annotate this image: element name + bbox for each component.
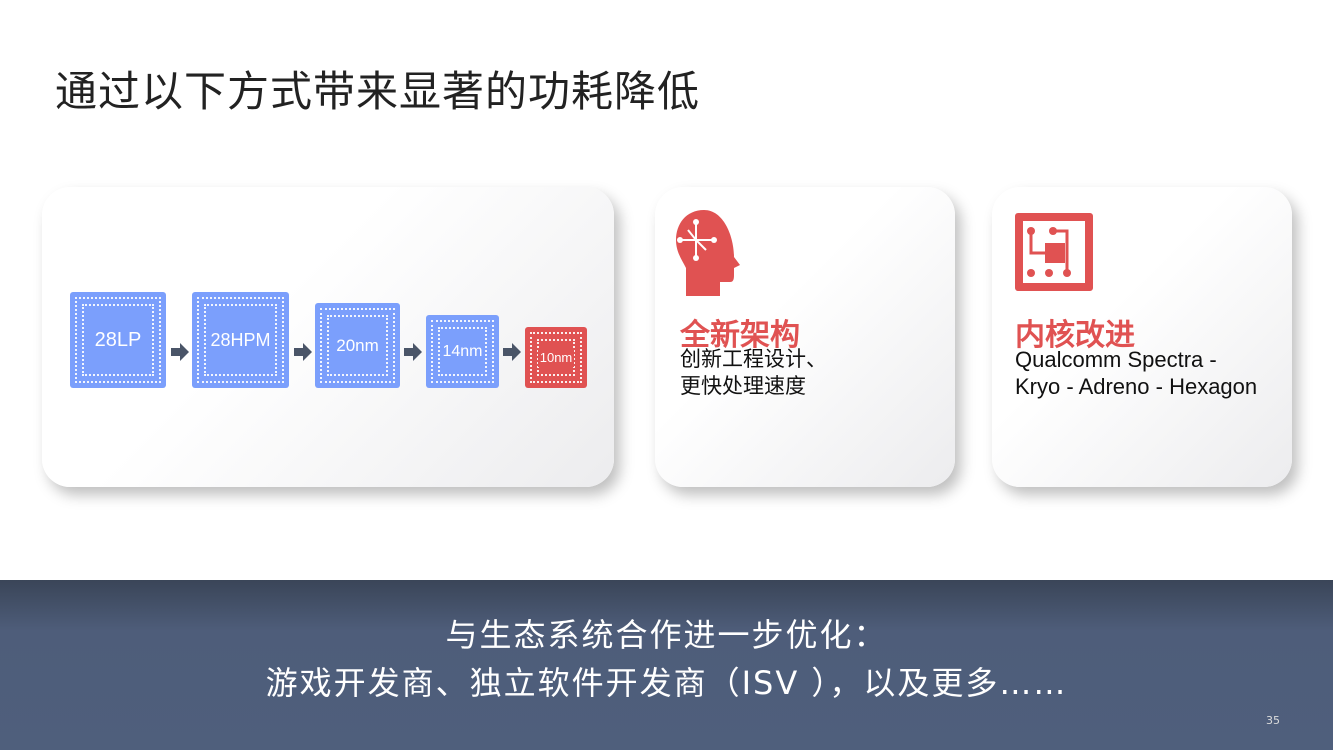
bottom-banner: 与生态系统合作进一步优化： 游戏开发商、独立软件开发商（ISV ），以及更多…… [0,580,1333,750]
card-line: 创新工程设计、 [680,347,827,371]
chip-label: 10nm [537,348,575,367]
head-brain-icon [676,210,740,296]
arrow-icon [171,343,189,361]
card-heading: 内核改进 [1015,318,1135,353]
chip-28hpm: 28HPM [192,292,289,388]
chip-label: 28HPM [208,327,273,353]
card-text: Qualcomm Spectra -Kryo - Adreno - Hexago… [1015,346,1257,400]
chip-28lp: 28LP [70,292,166,388]
card-text: 创新工程设计、更快处理速度 [680,346,827,400]
arrow-icon [503,343,521,361]
chip-label: 14nm [440,340,485,363]
chip-label: 20nm [334,333,381,358]
chip-10nm: 10nm [525,327,587,388]
chip-20nm: 20nm [315,303,400,388]
card-heading: 全新架构 [680,318,800,353]
chip-circuit-icon [1015,213,1093,291]
arrow-icon [294,343,312,361]
card-line: 更快处理速度 [680,374,806,398]
card-line: Qualcomm Spectra - [1015,347,1217,372]
chip-14nm: 14nm [426,315,499,388]
banner-line: 与生态系统合作进一步优化： [445,616,888,654]
slide-title: 通过以下方式带来显著的功耗降低 [55,67,701,116]
page-number: 35 [1266,714,1280,727]
card-line: Kryo - Adreno - Hexagon [1015,374,1258,399]
chip-label: 28LP [92,326,144,354]
arrow-icon [404,343,422,361]
banner-line: 游戏开发商、独立软件开发商（ISV ），以及更多…… [265,664,1068,702]
